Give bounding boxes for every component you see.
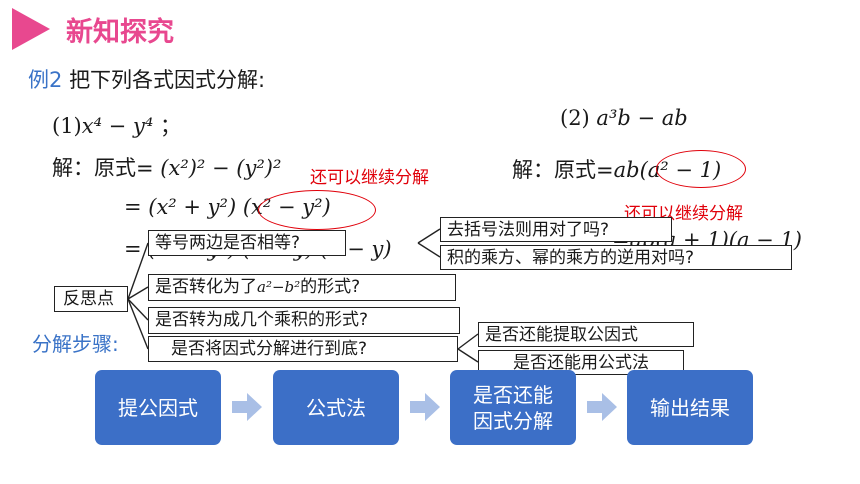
problem-2-prefix: (2): [560, 106, 597, 130]
highlight-ellipse-left: [258, 190, 376, 230]
reflection-q2-a: 是否转化为了: [155, 277, 257, 297]
flow-arrow-icon: [587, 393, 617, 421]
reflection-answer-powers: 积的乘方、幂的乘方的逆用对吗?: [440, 245, 792, 270]
reflection-answer-common-factor: 是否还能提取公因式: [478, 322, 694, 347]
header-arrow-icon: [12, 8, 50, 50]
reflection-root: 反思点: [54, 286, 128, 312]
continue-note-left: 还可以继续分解: [310, 168, 429, 188]
example-instruction: 把下列各式因式分解:: [69, 68, 266, 92]
reflection-answer-brackets: 去括号法则用对了吗?: [440, 217, 672, 242]
steps-label: 分解步骤:: [32, 332, 119, 356]
section-title: 新知探究: [66, 17, 174, 48]
highlight-ellipse-right: [656, 150, 746, 188]
problem-1-suffix: ；: [159, 114, 181, 138]
flow-step-formula: 公式法: [273, 370, 399, 445]
problem-2-expr: a³b − ab: [596, 106, 688, 130]
problem-1-expr: x⁴ − y⁴: [81, 114, 154, 138]
reflection-question-product: 是否转为成几个乘积的形式?: [148, 307, 460, 334]
flow-step-check: 是否还能 因式分解: [450, 370, 576, 445]
reflection-q2-math: a²−b²: [257, 278, 301, 296]
reflection-question-form: 是否转化为了a²−b²的形式?: [148, 274, 456, 301]
reflection-answer-formula: 是否还能用公式法: [478, 350, 684, 375]
example-number: 例2: [28, 68, 63, 92]
reflection-question-equal: 等号两边是否相等?: [148, 230, 346, 256]
solution-left-line1: 解：原式= (x²)² − (y²)²: [52, 152, 281, 182]
problem-2: (2) a³b − ab: [560, 106, 688, 130]
reflection-q2-b: 的形式?: [300, 277, 361, 297]
flow-arrow-icon: [232, 393, 262, 421]
flow-step-check-line1: 是否还能: [473, 382, 553, 407]
problem-1-prefix: (1): [52, 114, 82, 138]
solution-left-label: 解：原式=: [52, 156, 161, 180]
solution-left-expr2a: = (x² + y²): [124, 195, 237, 219]
flow-step-check-line2: 因式分解: [473, 408, 553, 433]
flow-step-output: 输出结果: [627, 370, 753, 445]
problem-1: (1)x⁴ − y⁴ ；: [52, 110, 181, 140]
flow-step-common-factor: 提公因式: [95, 370, 221, 445]
solution-left-expr1: (x²)² − (y²)²: [160, 156, 282, 180]
reflection-question-complete: 是否将因式分解进行到底?: [148, 336, 458, 362]
example-heading: 例2 把下列各式因式分解:: [28, 64, 265, 94]
solution-right-label: 解：原式=: [512, 158, 614, 182]
flow-arrow-icon: [410, 393, 440, 421]
solution-right-expr-a: ab: [613, 158, 640, 182]
